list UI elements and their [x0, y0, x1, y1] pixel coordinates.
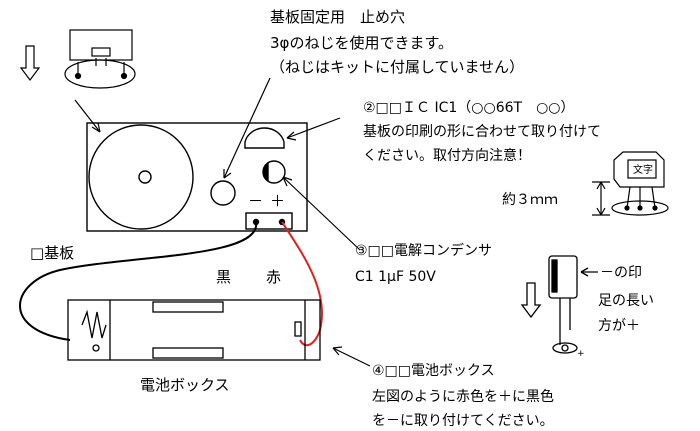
capacitor-note: ③□□電解コンデンサ C1 1μF 50V －の印 足の長い 方が＋	[355, 242, 654, 334]
battery-line3: を－に取り付けてください。	[372, 413, 554, 429]
battery-title: ④□□電池ボックス	[372, 363, 495, 379]
mount-line2: 3φのねじを使用できます。	[270, 34, 453, 52]
ic-line2: 基板の印刷の形に合わせて取り付けて	[363, 123, 601, 140]
ic-line3: ください。取付方向注意！	[363, 147, 531, 164]
capacitor-minus-mark: －の印	[600, 265, 642, 281]
capacitor-title: ③□□電解コンデンサ	[355, 242, 492, 259]
pcb-board	[86, 122, 308, 232]
ic-note: ②□□ＩＣ IC1（○○66T ○○） 基板の印刷の形に合わせて取り付けて くだ…	[363, 100, 601, 208]
mount-title: 基板固定用 止め穴	[270, 8, 405, 26]
board-mount-detail	[19, 29, 136, 89]
mount-line3: （ねじはキットに付属していません）	[270, 58, 524, 76]
ic-chip-text: 文字	[633, 163, 653, 176]
capacitor-detail	[520, 255, 598, 354]
battery-note: ④□□電池ボックス 左図のように赤色を＋に黒色 を－に取り付けてください。	[372, 363, 554, 429]
red-wire	[281, 221, 323, 347]
terminal-minus: －	[248, 192, 263, 210]
board-label: □基板	[30, 244, 74, 262]
down-arrow-icon	[19, 45, 41, 81]
wire-black-label: 黒	[216, 268, 231, 286]
terminal-plus: ＋	[270, 192, 285, 210]
capacitor-plus-mark: +	[577, 349, 585, 359]
battery-box	[67, 299, 321, 361]
pointer-lines	[74, 77, 371, 367]
battery-box-label: 電池ボックス	[140, 376, 230, 394]
capacitor-long-leg-2: 方が＋	[598, 318, 640, 334]
wire-red-label: 赤	[266, 268, 281, 286]
capacitor-spec: C1 1μF 50V	[355, 269, 436, 285]
battery-line2: 左図のように赤色を＋に黒色	[372, 388, 554, 405]
black-wire	[19, 221, 258, 341]
capacitor-long-leg-1: 足の長い	[598, 293, 654, 309]
ic-title: ②□□ＩＣ IC1（○○66T ○○）	[363, 100, 575, 116]
mount-hole-note: 基板固定用 止め穴 3φのねじを使用できます。 （ねじはキットに付属していません…	[270, 8, 524, 76]
down-arrow-icon-2	[520, 282, 542, 319]
ic-height-label: 約３ｍｍ	[502, 192, 558, 208]
ic-detail	[592, 151, 669, 216]
